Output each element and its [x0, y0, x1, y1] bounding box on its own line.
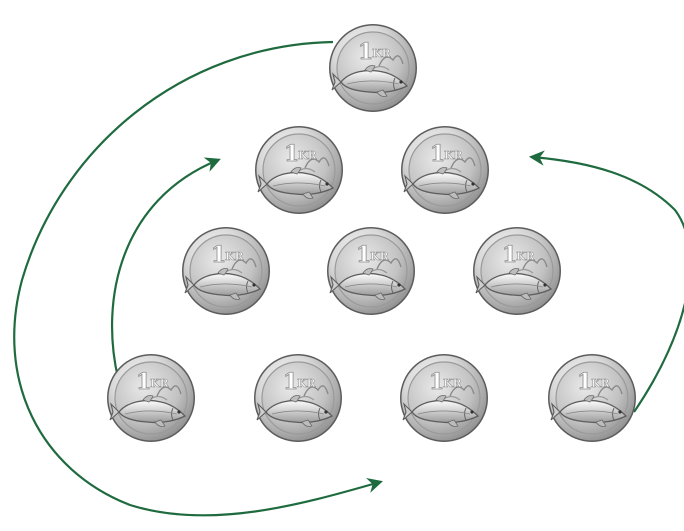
- coin-7[interactable]: [106, 353, 196, 443]
- move-arrow-2: [111, 157, 221, 379]
- coin-3[interactable]: [400, 125, 490, 215]
- coin-10[interactable]: [547, 353, 637, 443]
- coin-1[interactable]: [328, 23, 418, 113]
- coin-2[interactable]: [254, 125, 344, 215]
- coin-4[interactable]: [181, 226, 271, 316]
- coin-8[interactable]: [253, 353, 343, 443]
- arrows-layer: [13, 40, 684, 517]
- move-arrow-1: [13, 40, 383, 517]
- coin-5[interactable]: [326, 226, 416, 316]
- coins-layer: [106, 23, 637, 443]
- coin-9[interactable]: [399, 353, 489, 443]
- move-arrow-3: [528, 150, 684, 413]
- coin-6[interactable]: [472, 226, 562, 316]
